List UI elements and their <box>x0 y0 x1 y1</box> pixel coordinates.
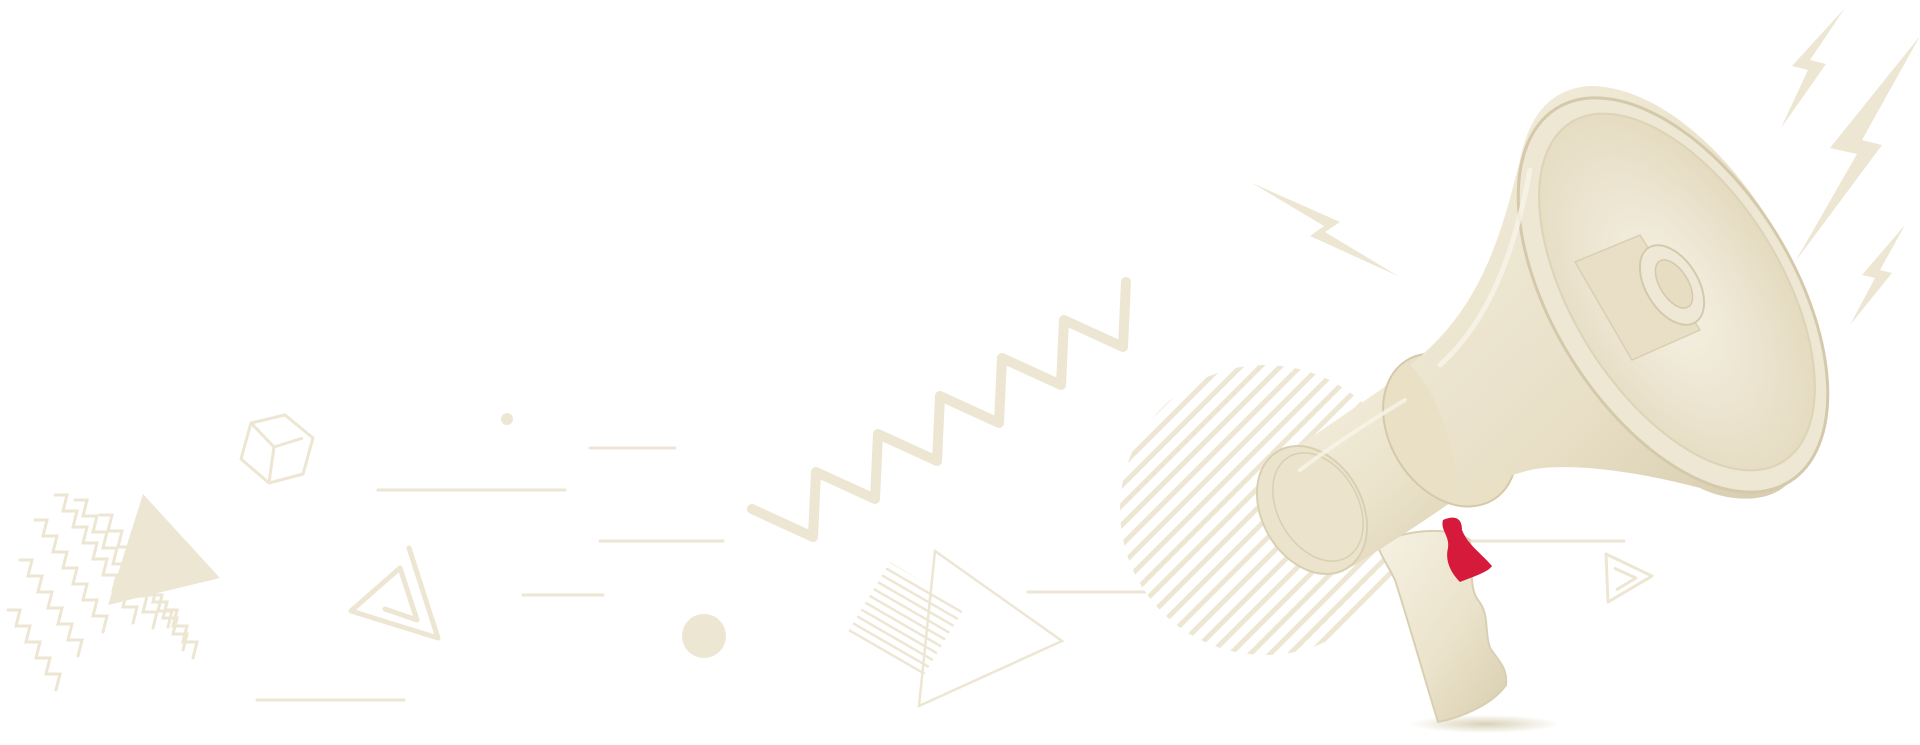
zigzag-line-icon <box>747 277 1131 542</box>
chevron-arrow-icon <box>1604 552 1654 604</box>
triangle-icon <box>108 494 220 605</box>
hexagon-icon <box>239 413 315 485</box>
dash-lines <box>255 446 1626 702</box>
megaphone-icon <box>1255 86 1830 733</box>
triangle-outline-icon <box>917 548 1065 709</box>
dot-icon <box>501 413 513 425</box>
lightning-bolt-icon <box>1252 8 1920 325</box>
circle-icon <box>682 614 726 658</box>
spiral-triangle-icon <box>348 545 441 641</box>
hatched-square-icon <box>846 562 965 678</box>
